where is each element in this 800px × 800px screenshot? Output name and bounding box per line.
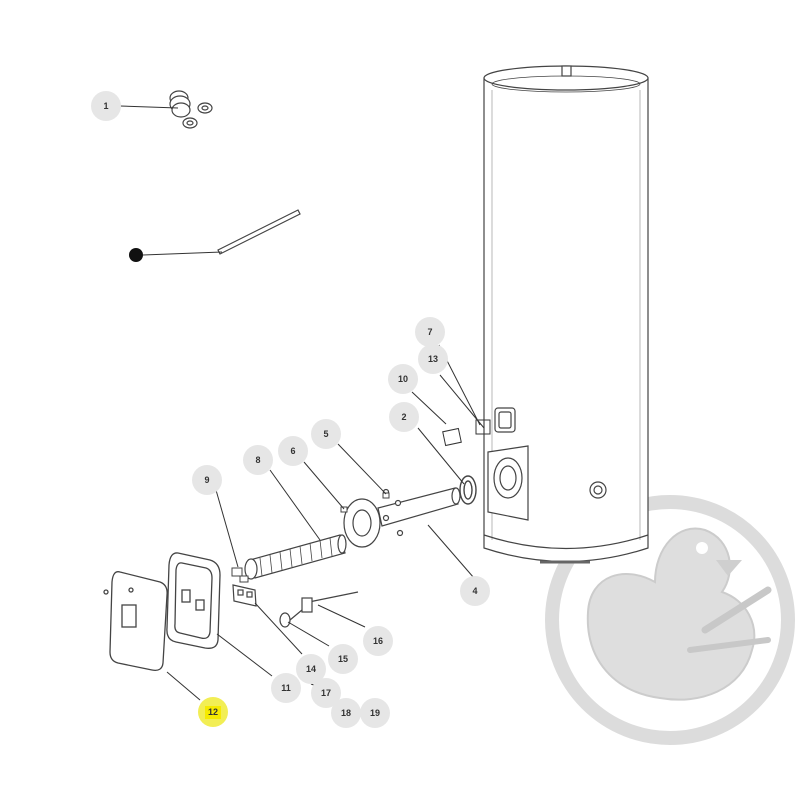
callout-19[interactable]: 19 [360,698,390,728]
callout-19-label: 19 [369,707,380,718]
duck-watermark-logo [545,495,795,745]
callout-1[interactable]: 1 [91,91,121,121]
callout-10-label: 10 [397,373,408,384]
part-1-connector-fitting [169,90,213,129]
part-12-front-cover [103,571,168,671]
callout-5[interactable]: 5 [311,419,341,449]
part-11-housing-frame [166,552,221,649]
part-5-6-screws [340,492,390,513]
callout-14-label: 14 [305,663,316,674]
callout-7-label: 7 [427,326,433,337]
callout-7[interactable]: 7 [415,317,445,347]
callout-12-label: 12 [204,705,221,719]
callout-6-label: 6 [290,445,296,456]
callout-2[interactable]: 2 [389,402,419,432]
part-15-16-probe [279,591,359,628]
callout-13-label: 13 [427,353,438,364]
callout-13[interactable]: 13 [418,344,448,374]
callout-9-label: 9 [204,474,210,485]
water-heater-tank [483,65,649,564]
callout-12[interactable]: 12 [198,697,228,727]
callout-2-label: 2 [401,411,407,422]
callout-4-label: 4 [472,585,478,596]
callout-14[interactable]: 14 [296,654,326,684]
callout-1-label: 1 [103,100,109,111]
anode-rod [129,209,301,262]
callout-9[interactable]: 9 [192,465,222,495]
leader-lines [119,105,491,701]
part-8-heating-element [244,534,347,580]
callout-16[interactable]: 16 [363,626,393,656]
callout-5-label: 5 [323,428,329,439]
part-2-gasket [459,475,477,505]
callout-17-label: 17 [320,687,331,698]
callout-16-label: 16 [372,635,383,646]
callout-18[interactable]: 18 [331,698,361,728]
part-9-connector [231,567,249,583]
callout-8[interactable]: 8 [243,445,273,475]
callout-15-label: 15 [337,653,348,664]
callout-18-label: 18 [340,707,351,718]
part-14-thermostat [232,584,257,607]
callout-6[interactable]: 6 [278,436,308,466]
part-4-flange-tube [343,487,461,548]
callout-8-label: 8 [255,454,261,465]
callout-4[interactable]: 4 [460,576,490,606]
callout-11-label: 11 [281,682,291,693]
callout-15[interactable]: 15 [328,644,358,674]
callout-11[interactable]: 11 [271,673,301,703]
callout-10[interactable]: 10 [388,364,418,394]
